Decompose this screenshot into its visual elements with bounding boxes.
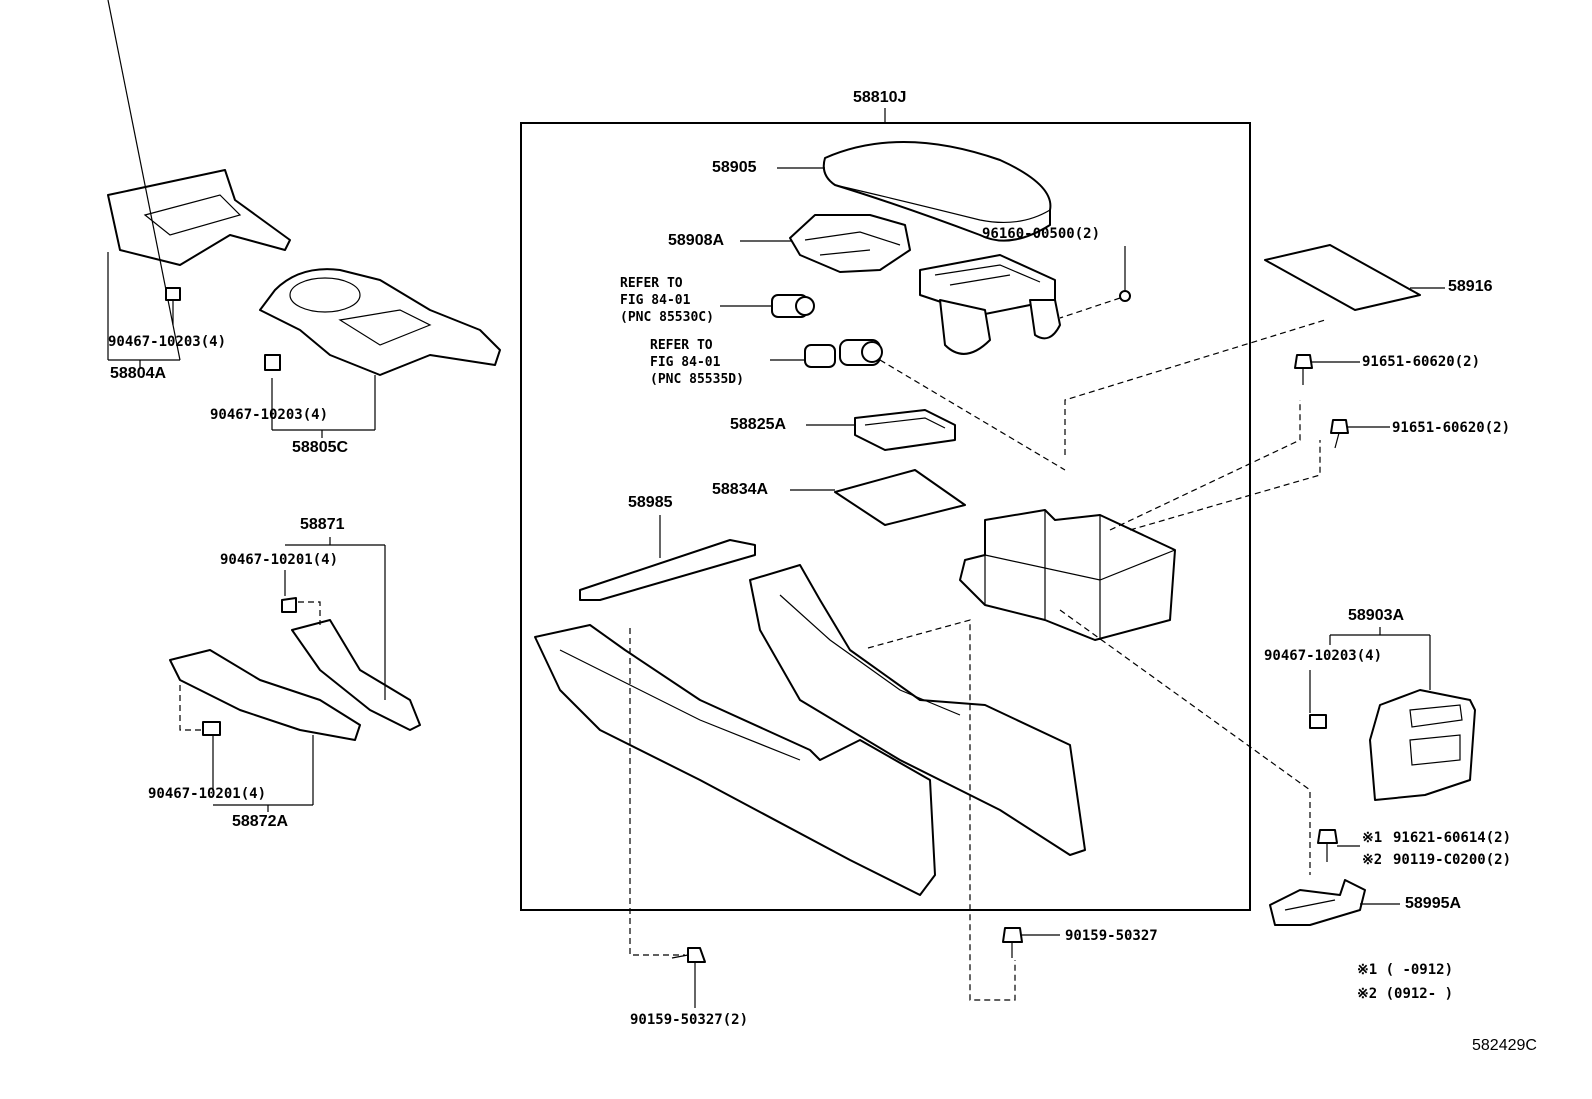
label-mark-2: ※2 bbox=[1362, 852, 1383, 868]
label-58903a: 58903A bbox=[1348, 607, 1405, 624]
figure-id: 582429C bbox=[1472, 1037, 1537, 1054]
label-58872a: 58872A bbox=[232, 813, 289, 830]
shift-bezel-upper bbox=[107, 169, 291, 266]
power-socket-85535d bbox=[804, 339, 883, 368]
label-58805c: 58805C bbox=[292, 439, 349, 456]
note-1: ※1 ( -0912) bbox=[1357, 962, 1454, 978]
label-90159-b: 90159-50327(2) bbox=[630, 1012, 749, 1028]
label-58871: 58871 bbox=[300, 516, 345, 533]
label-90159-a: 90159-50327 bbox=[1065, 928, 1158, 944]
console-pad bbox=[1264, 244, 1421, 311]
label-96160: 96160-00500(2) bbox=[982, 226, 1101, 242]
screw-90159-b bbox=[671, 947, 706, 963]
console-bracket bbox=[1269, 879, 1366, 926]
clip-96160 bbox=[1119, 290, 1131, 302]
label-58905: 58905 bbox=[712, 159, 757, 176]
side-trim-upper bbox=[291, 619, 421, 731]
screw-91651-a bbox=[1294, 354, 1313, 385]
lid-hinge bbox=[789, 214, 911, 273]
screw-90159-a bbox=[1002, 927, 1023, 958]
label-90467-10203-a: 90467-10203(4) bbox=[108, 334, 227, 350]
console-tray bbox=[854, 409, 956, 451]
screw-91651-b bbox=[1330, 419, 1349, 449]
rear-vent-panel bbox=[1369, 689, 1476, 801]
label-90467-10201-a: 90467-10201(4) bbox=[220, 552, 339, 568]
label-90467-10203-c: 90467-10203(4) bbox=[1264, 648, 1383, 664]
label-58834a: 58834A bbox=[712, 481, 769, 498]
label-58995a: 58995A bbox=[1405, 895, 1462, 912]
label-assembly-58810j: 58810J bbox=[853, 89, 907, 106]
screw-91621 bbox=[1317, 829, 1338, 862]
ref-85535d-line3: (PNC 85535D) bbox=[650, 372, 744, 387]
ref-85535d-line2: FIG 84-01 bbox=[650, 355, 721, 370]
console-side-panel-right bbox=[749, 564, 1086, 856]
label-90467-10201-b: 90467-10201(4) bbox=[148, 786, 267, 802]
armrest-lid bbox=[822, 141, 1052, 242]
label-91621: 91621-60614(2) bbox=[1393, 830, 1512, 846]
label-91651-a: 91651-60620(2) bbox=[1362, 354, 1481, 370]
cup-holder-bezel bbox=[259, 268, 501, 376]
label-58916: 58916 bbox=[1448, 278, 1493, 295]
label-90119: 90119-C0200(2) bbox=[1393, 852, 1512, 868]
console-box bbox=[959, 509, 1176, 641]
ref-85530c-line3: (PNC 85530C) bbox=[620, 310, 714, 325]
label-91651-b: 91651-60620(2) bbox=[1392, 420, 1511, 436]
label-58908a: 58908A bbox=[668, 232, 725, 249]
power-socket-85530c bbox=[771, 294, 815, 318]
label-58985: 58985 bbox=[628, 494, 673, 511]
console-side-panel-left bbox=[534, 624, 936, 896]
lid-bracket bbox=[919, 254, 1061, 355]
note-2: ※2 (0912- ) bbox=[1357, 986, 1454, 1002]
ref-85530c-line2: FIG 84-01 bbox=[620, 293, 691, 308]
console-mat bbox=[834, 469, 966, 526]
label-58804a: 58804A bbox=[110, 365, 167, 382]
label-90467-10203-b: 90467-10203(4) bbox=[210, 407, 329, 423]
side-trim-lower bbox=[169, 649, 361, 741]
label-mark-1: ※1 bbox=[1362, 830, 1383, 846]
label-58825a: 58825A bbox=[730, 416, 787, 433]
ref-85530c-line1: REFER TO bbox=[620, 276, 683, 291]
console-rail bbox=[579, 539, 756, 601]
ref-85535d-line1: REFER TO bbox=[650, 338, 713, 353]
